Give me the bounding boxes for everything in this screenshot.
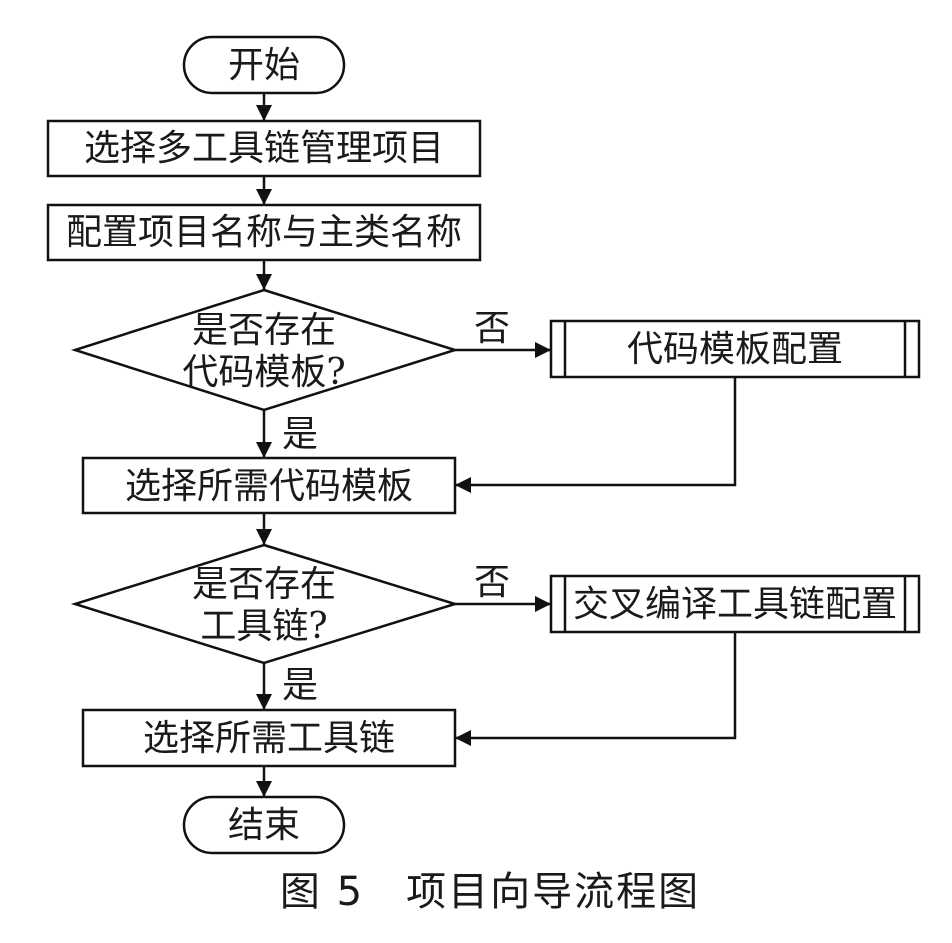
decision-toolchain-line2: 工具链? — [200, 606, 327, 647]
figure-caption: 图 5 项目向导流程图 — [280, 869, 700, 915]
select-template-box — [81, 456, 457, 515]
edge-toolchain-config-return — [455, 632, 737, 746]
edge-template-config-return — [455, 377, 737, 493]
toolchain-config-box — [549, 574, 921, 634]
select-project-node: 选择多工具链管理项目 — [46, 119, 482, 178]
template-config-label: 代码模板配置 — [627, 329, 843, 370]
decision-template-node: 是否存在 代码模板? — [70, 288, 460, 412]
decision-template-line1: 是否存在 — [192, 310, 336, 351]
end-terminator-shape — [182, 795, 346, 855]
edge-label-toolchain-no: 否 — [474, 562, 510, 603]
start-node: 开始 — [182, 35, 346, 95]
edge-label-toolchain-yes: 是 — [282, 665, 318, 706]
config-name-node: 配置项目名称与主类名称 — [46, 203, 482, 262]
decision-toolchain-line1: 是否存在 — [192, 564, 336, 605]
end-label: 结束 — [228, 805, 300, 846]
select-template-label: 选择所需代码模板 — [125, 466, 413, 507]
end-node: 结束 — [182, 795, 346, 855]
toolchain-config-node: 交叉编译工具链配置 — [549, 574, 921, 634]
select-project-box — [46, 119, 482, 178]
select-project-label: 选择多工具链管理项目 — [84, 128, 444, 169]
edge-label-template-yes: 是 — [282, 414, 318, 455]
select-template-node: 选择所需代码模板 — [81, 456, 457, 515]
decision-template-line2: 代码模板? — [182, 352, 345, 393]
edge-label-template-no: 否 — [474, 308, 510, 349]
template-config-node: 代码模板配置 — [549, 319, 921, 379]
select-toolchain-box — [81, 708, 457, 768]
start-label: 开始 — [228, 45, 300, 86]
toolchain-config-label: 交叉编译工具链配置 — [573, 584, 897, 625]
decision-toolchain-node: 是否存在 工具链? — [70, 543, 460, 665]
config-name-label: 配置项目名称与主类名称 — [66, 212, 462, 253]
select-toolchain-label: 选择所需工具链 — [143, 718, 395, 759]
select-toolchain-node: 选择所需工具链 — [81, 708, 457, 768]
